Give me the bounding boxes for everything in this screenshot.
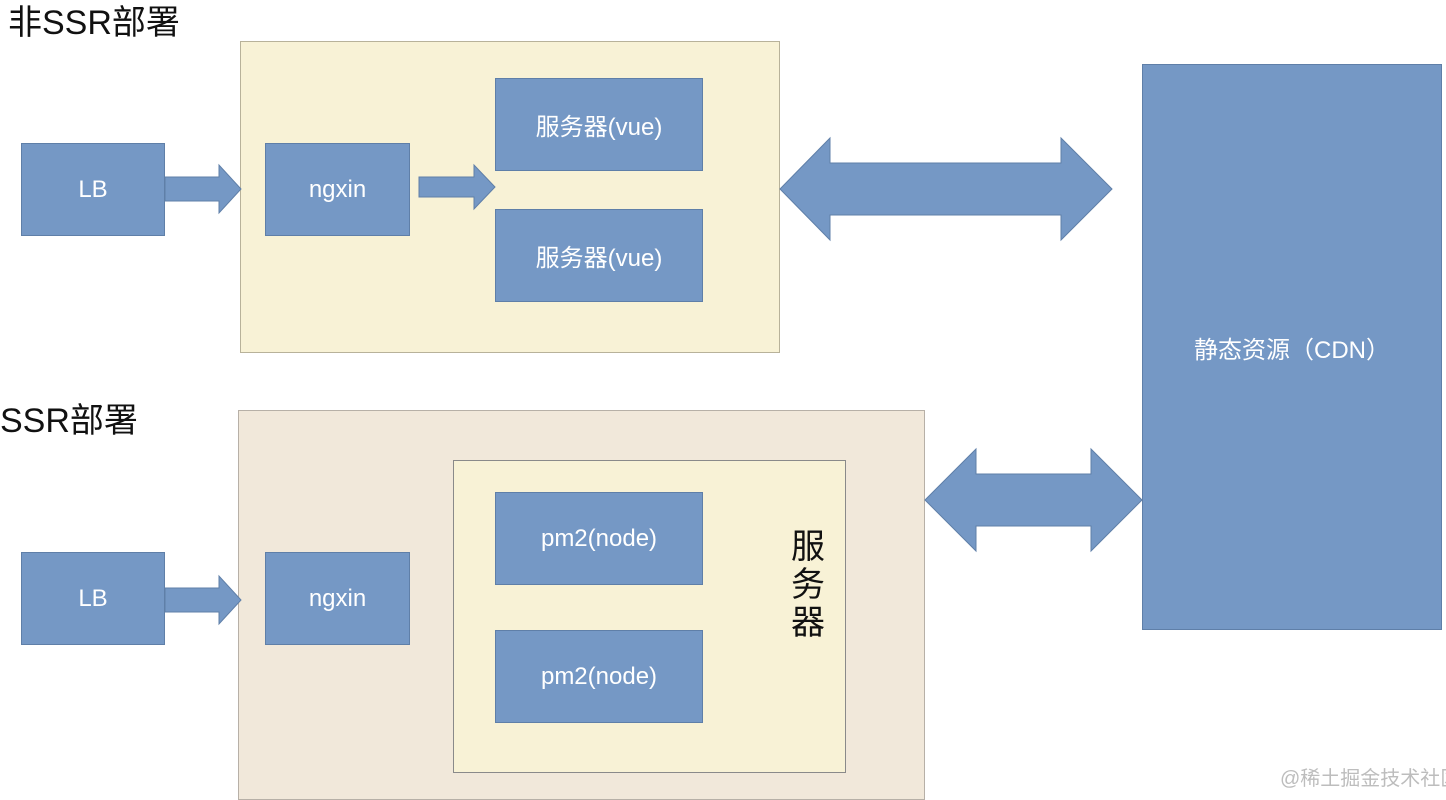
ssr-lb-label: LB [78, 584, 108, 612]
ssr-server-char-1: 服 [791, 527, 825, 567]
ssr-lb-box: LB [21, 552, 165, 645]
non-ssr-server-label-2: 服务器(vue) [535, 245, 663, 272]
ssr-pm2-box-2: pm2(node) [495, 630, 703, 723]
cdn-box: 静态资源（CDN） [1142, 64, 1442, 630]
non-ssr-title: 非SSR部署 [8, 4, 180, 42]
non-ssr-nginx-label: ngxin [308, 175, 367, 203]
non-ssr-nginx-to-server-arrow [418, 163, 496, 211]
ssr-server-char-2: 务 [791, 565, 825, 606]
ssr-lb-to-nginx-arrow [164, 574, 242, 626]
ssr-server-vertical-label: 服 务 器 [788, 528, 828, 642]
non-ssr-lb-to-nginx-arrow [164, 163, 242, 215]
watermark: @稀土掘金技术社区 [1280, 768, 1446, 790]
non-ssr-server-box-2: 服务器(vue) [495, 209, 703, 302]
cdn-label: 静态资源（CDN） [1194, 336, 1390, 364]
ssr-pm2-box-1: pm2(node) [495, 492, 703, 585]
non-ssr-nginx-box: ngxin [265, 143, 410, 236]
non-ssr-server-box-1: 服务器(vue) [495, 78, 703, 171]
ssr-nginx-box: ngxin [265, 552, 410, 645]
ssr-pm2-label-1: pm2(node) [540, 524, 658, 552]
non-ssr-server-label-1: 服务器(vue) [535, 114, 663, 141]
ssr-title: SSR部署 [0, 402, 138, 440]
ssr-pm2-label-2: pm2(node) [540, 662, 658, 690]
non-ssr-lb-label: LB [78, 175, 108, 203]
non-ssr-cdn-double-arrow [779, 136, 1113, 242]
ssr-server-char-3: 器 [791, 603, 825, 644]
ssr-cdn-double-arrow [924, 447, 1143, 553]
ssr-nginx-label: ngxin [308, 584, 367, 612]
